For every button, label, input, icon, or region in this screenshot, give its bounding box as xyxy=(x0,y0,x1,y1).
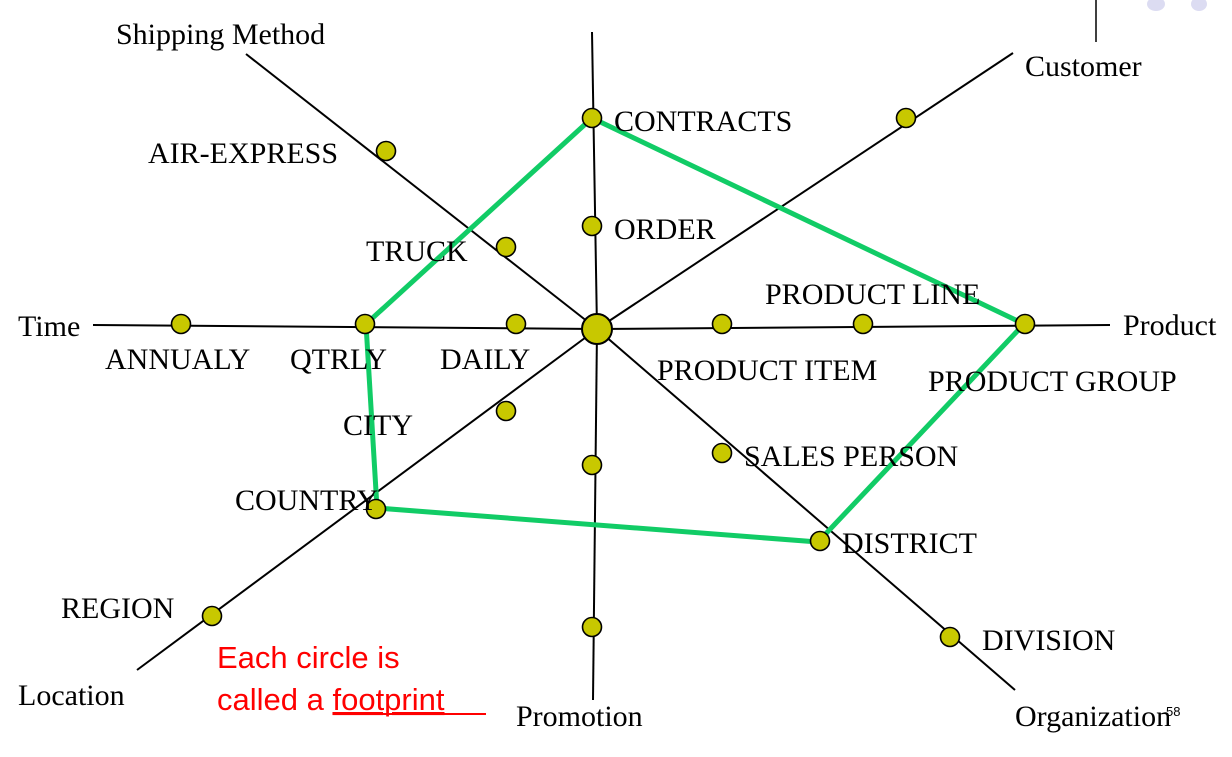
level-label-daily: DAILY xyxy=(440,343,530,376)
footprint-country xyxy=(365,498,387,520)
spoke-promotion xyxy=(592,328,598,701)
level-label-city: CITY xyxy=(343,409,413,442)
footprint-product-group xyxy=(1014,313,1036,335)
level-label-product-line: PRODUCT LINE xyxy=(765,278,980,311)
footprint-air-express xyxy=(375,140,397,162)
level-label-division: DIVISION xyxy=(982,624,1115,657)
footprint-promotion-1 xyxy=(581,454,603,476)
level-label-sales-person: SALES PERSON xyxy=(744,440,958,473)
footprint-daily xyxy=(505,313,527,335)
axis-label-promotion: Promotion xyxy=(516,700,643,733)
footprint-qtrly xyxy=(354,313,376,335)
axis-labels: Shipping Method Customer Time Product Lo… xyxy=(18,18,1217,733)
page-number: 58 xyxy=(1166,704,1180,719)
slide-decoration xyxy=(1095,0,1207,42)
level-label-district: DISTRICT xyxy=(842,527,977,560)
center-footprint xyxy=(581,313,613,345)
axis-label-organization: Organization xyxy=(1015,700,1171,733)
note-line-1: Each circle is xyxy=(217,640,400,675)
axis-label-customer: Customer xyxy=(1025,50,1142,83)
axis-label-time: Time xyxy=(18,310,80,343)
footprint-customer xyxy=(895,107,917,129)
level-label-product-item: PRODUCT ITEM xyxy=(657,354,877,387)
footprints xyxy=(170,107,1036,648)
footprint-division xyxy=(939,626,961,648)
level-label-qtrly: QTRLY xyxy=(290,343,387,376)
note-line-2: called a footprint xyxy=(217,682,445,717)
footprint-product-line xyxy=(852,313,874,335)
axis-label-shipping-method: Shipping Method xyxy=(116,18,325,51)
level-label-contracts: CONTRACTS xyxy=(614,105,792,138)
footprint-annualy xyxy=(170,313,192,335)
spoke-shipping-method xyxy=(245,53,598,330)
query-path-polygon xyxy=(363,115,1027,545)
footprint-contracts xyxy=(581,107,603,129)
note-line-2-prefix: called a xyxy=(217,682,332,717)
footprint-order xyxy=(581,215,603,237)
footprint-sales-person xyxy=(711,442,733,464)
footprint-district xyxy=(809,530,831,552)
level-label-region: REGION xyxy=(61,592,174,625)
level-labels: AIR-EXPRESS TRUCK CONTRACTS ORDER ANNUAL… xyxy=(61,105,1177,657)
level-label-product-group: PRODUCT GROUP xyxy=(928,365,1177,398)
footprint-promotion-2 xyxy=(581,616,603,638)
axis-label-product: Product xyxy=(1123,309,1217,342)
axis-label-location: Location xyxy=(18,679,125,712)
footprint-truck xyxy=(495,236,517,258)
footprint-product-item xyxy=(711,313,733,335)
level-label-country: COUNTRY xyxy=(235,484,378,517)
spoke-promotion-top xyxy=(591,31,598,330)
spoke-customer xyxy=(596,52,1014,330)
level-label-annualy: ANNUALY xyxy=(105,343,250,376)
footprint-term: footprint xyxy=(332,682,444,717)
footprint-note: Each circle is called a footprint xyxy=(217,640,486,717)
level-label-air-express: AIR-EXPRESS xyxy=(148,137,338,170)
level-label-truck: TRUCK xyxy=(366,235,468,268)
footprint-region xyxy=(201,605,223,627)
level-label-order: ORDER xyxy=(614,213,716,246)
footprint-city xyxy=(495,400,517,422)
